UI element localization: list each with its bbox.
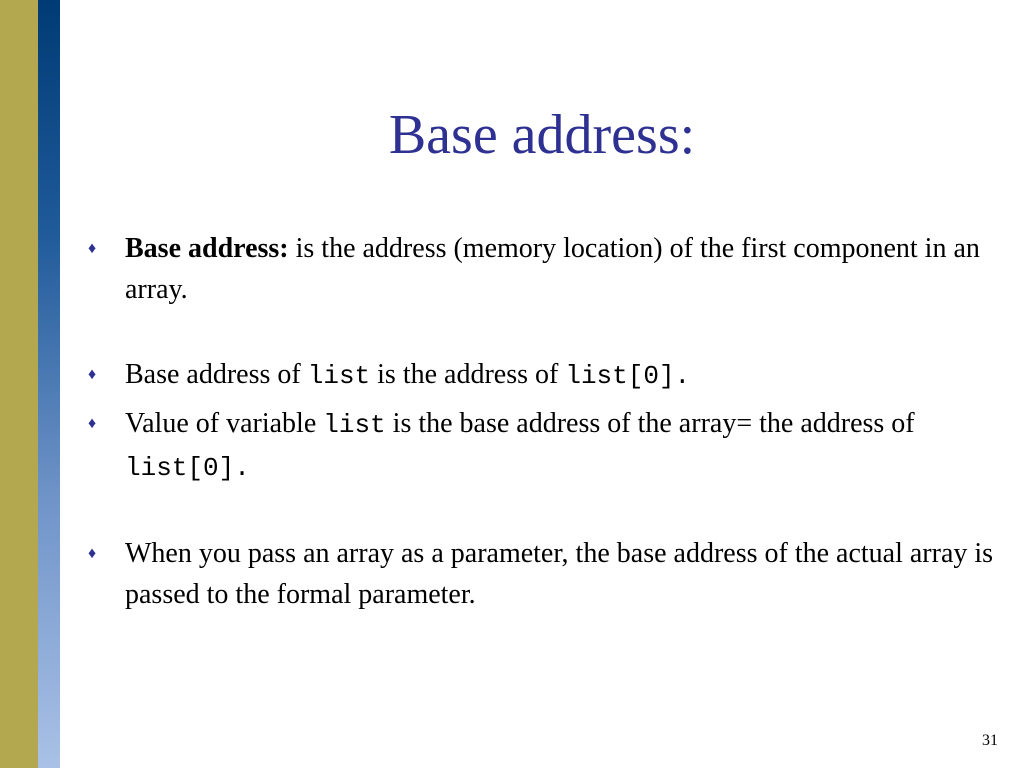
diamond-bullet-icon: ♦ [88,415,97,432]
sidebar-stripe-olive [0,0,38,768]
bullet-text: is the address of [370,359,566,390]
bullet-text: When you pass an array as a parameter, t… [125,538,994,610]
code-list-index: list[0]. [125,453,250,483]
bullet-text: Value of variable [125,408,324,439]
diamond-bullet-icon: ♦ [88,545,97,562]
sidebar-stripe-blue [38,0,60,768]
code-list: list [323,410,386,440]
bullet-base-address-definition: ♦ Base address: is the address (memory l… [88,228,998,310]
code-list: list [307,361,371,391]
diamond-bullet-icon: ♦ [88,366,97,383]
slide-content: ♦ Base address: is the address (memory l… [88,228,998,615]
slide-title: Base address: [388,104,696,166]
bullet-value-of-variable: ♦ Value of variable list is the base add… [88,403,998,489]
bullet-text: is the base address of the array= the ad… [385,408,915,439]
bullet-base-address-of-list: ♦ Base address of list is the address of… [88,354,998,397]
code-list-index: list[0]. [565,361,691,391]
bold-term: Base address: [125,233,289,264]
bullet-text: is the address (memory location) of the … [125,233,980,305]
bullet-pass-array-parameter: ♦ When you pass an array as a parameter,… [88,533,998,615]
bullet-text: Base address of [125,359,308,390]
diamond-bullet-icon: ♦ [88,240,97,257]
page-number: 31 [982,732,998,749]
